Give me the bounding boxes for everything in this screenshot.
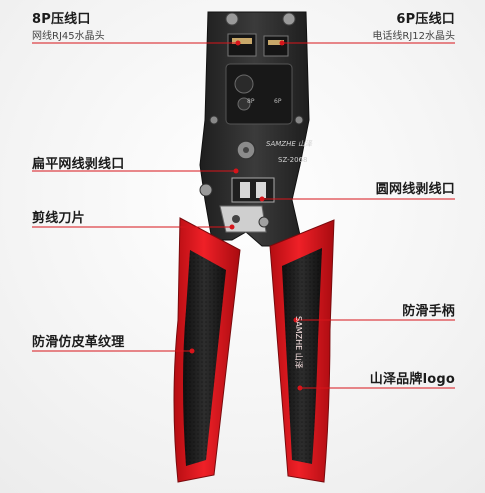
callout-logo: 山泽品牌logo — [369, 372, 455, 387]
brand-mark-head: SAMZHE 山泽 — [266, 140, 313, 148]
callout-round-strip: 圆网线剥线口 — [375, 182, 455, 197]
screw-mid-right — [294, 115, 304, 125]
screw-top-left — [225, 12, 239, 26]
callout-6p: 6P压线口 电话线RJ12水晶头 — [372, 8, 455, 42]
callout-blade: 剪线刀片 — [32, 211, 85, 226]
model-number: SZ-2068 — [278, 156, 307, 164]
callout-dots — [189, 40, 303, 391]
callout-6p-title: 6P压线口 — [396, 12, 455, 27]
callout-6p-sub: 电话线RJ12水晶头 — [372, 31, 455, 42]
screw-top-right — [282, 12, 296, 26]
callout-texture: 防滑仿皮革纹理 — [32, 335, 125, 350]
port-label-8p: 8P — [247, 98, 255, 105]
handle-brand-mark: SAMZHE 山泽 — [294, 316, 304, 369]
callout-8p: 8P压线口 网线RJ45水晶头 — [32, 8, 105, 42]
cutter-blade — [219, 205, 267, 233]
port-label-6p: 6P — [274, 98, 282, 105]
callout-lines — [32, 42, 455, 389]
stripper-block — [231, 177, 275, 203]
ratchet-window — [225, 63, 293, 125]
die-6p — [263, 35, 289, 57]
callout-flat-strip: 扁平网线剥线口 — [32, 157, 125, 172]
die-8p — [227, 33, 257, 57]
callout-8p-sub: 网线RJ45水晶头 — [32, 31, 105, 42]
callout-8p-title: 8P压线口 — [32, 12, 91, 27]
screw-mid-left — [209, 115, 219, 125]
callout-handle: 防滑手柄 — [402, 304, 455, 319]
